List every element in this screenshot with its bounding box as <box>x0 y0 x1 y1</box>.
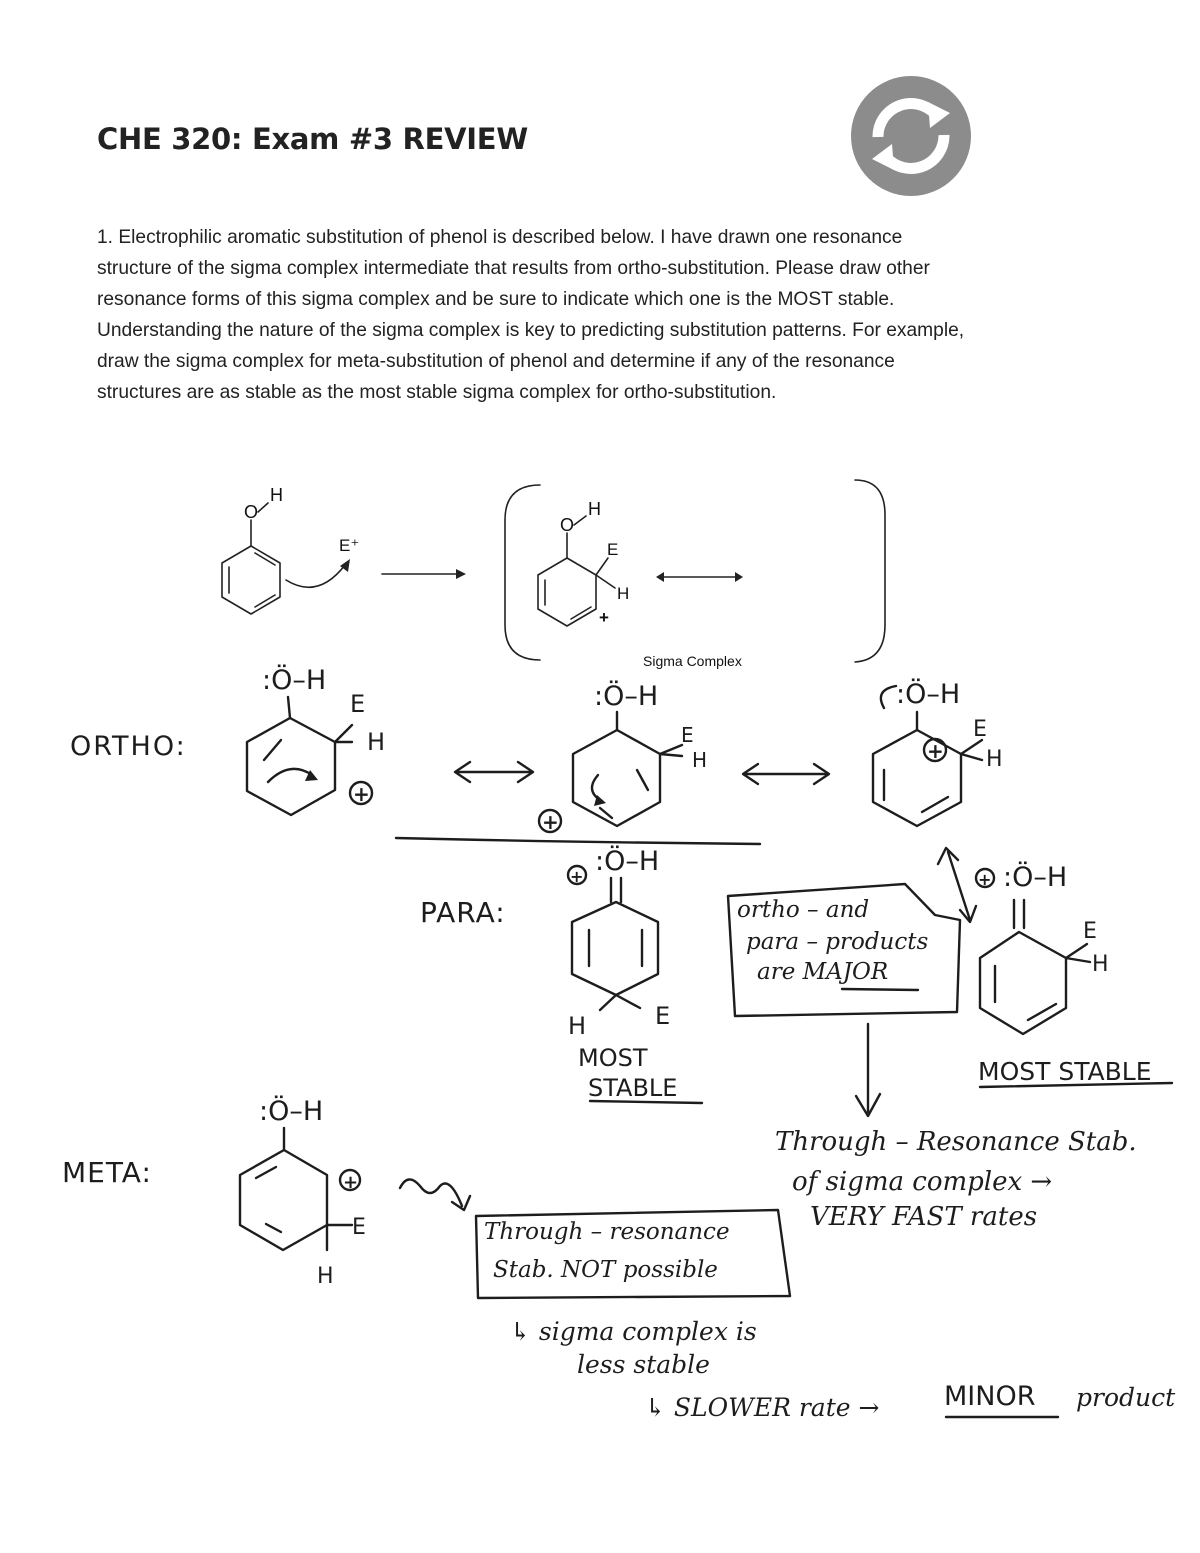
product-label: product <box>1076 1383 1176 1412</box>
minor-label: MINOR <box>944 1381 1035 1412</box>
sigma-less-2: less stable <box>577 1350 710 1379</box>
ortho-vertical-resonance-arrow <box>936 846 978 924</box>
sigma-less-1: ↳ sigma complex is <box>510 1317 757 1346</box>
ortho-stable-h: H <box>1092 952 1109 977</box>
ortho-resonance-3: :Ö–H E H + <box>871 678 1003 828</box>
page-title: CHE 320: Exam #3 REVIEW <box>97 122 528 156</box>
ortho-stable-e: E <box>1083 919 1097 944</box>
sigma-less-stable-note: ↳ sigma complex is less stable <box>510 1317 757 1379</box>
ortho-stable-plus: + <box>978 870 991 889</box>
sigma-complex-caption: Sigma Complex <box>643 653 742 669</box>
hydroxyl-group: :Ö–H <box>594 680 658 712</box>
divider-line <box>394 836 762 846</box>
sigma-complex-structure: O H E H + <box>537 499 629 627</box>
question-line: 1. Electrophilic aromatic substitution o… <box>97 227 903 248</box>
complex-ring-hydrogen: H <box>617 584 629 603</box>
slower-rate: ↳ SLOWER rate → <box>645 1393 879 1422</box>
para-structure: + :Ö–H H E MOST STABLE <box>566 845 704 1105</box>
ortho-resonance-2: :Ö–H E H + <box>537 680 707 834</box>
hydroxyl-group: :Ö–H <box>896 678 960 710</box>
ortho-2-e: E <box>681 723 694 747</box>
electrophile-label: E⁺ <box>339 536 359 555</box>
phenol-structure: O H <box>221 485 283 615</box>
meta-label: META: <box>62 1156 152 1189</box>
para-h: H <box>568 1012 586 1040</box>
bracket-right <box>854 479 886 663</box>
ortho-2-h: H <box>692 748 707 772</box>
note-major-3: are MAJOR <box>757 959 888 985</box>
question-line: draw the sigma complex for meta-substitu… <box>97 351 895 372</box>
hydroxyl-group: :Ö–H <box>595 845 659 877</box>
through-resonance-note: Through – Resonance Stab. of sigma compl… <box>775 1127 1137 1232</box>
reactant-hydrogen: H <box>270 485 283 505</box>
hydroxyl-group: :Ö–H <box>1003 861 1067 893</box>
most-stable-para-1: MOST <box>578 1044 648 1072</box>
meta-structure: :Ö–H E H + <box>238 1095 366 1289</box>
complex-oxygen: O <box>560 515 574 535</box>
question-line: Understanding the nature of the sigma co… <box>97 320 965 341</box>
curved-arrow <box>285 564 346 589</box>
most-stable-ortho: MOST STABLE <box>978 1057 1152 1086</box>
para-plus: + <box>570 867 583 886</box>
through-res-1: Through – Resonance Stab. <box>775 1127 1137 1157</box>
ortho-resonance-arrow-1 <box>453 760 535 784</box>
through-res-3: VERY FAST rates <box>810 1202 1037 1232</box>
bracket-left <box>504 484 541 661</box>
through-res-2: of sigma complex → <box>792 1167 1052 1197</box>
note-major-1: ortho – and <box>737 897 869 923</box>
most-stable-para-2: STABLE <box>588 1074 677 1102</box>
para-label: PARA: <box>420 896 506 929</box>
ortho-2-plus: + <box>542 810 559 834</box>
ortho-resonance-1: :Ö–H E H + <box>245 664 385 817</box>
complex-hydrogen: H <box>588 499 601 519</box>
meta-note-2: Stab. NOT possible <box>493 1257 718 1283</box>
ortho-1-e: E <box>350 690 365 718</box>
ortho-3-e: E <box>973 717 987 742</box>
meta-note-1: Through – resonance <box>484 1219 730 1245</box>
meta-plus: + <box>343 1172 358 1193</box>
complex-plus: + <box>599 608 609 627</box>
question-text: 1. Electrophilic aromatic substitution o… <box>97 222 1107 408</box>
complex-electrophile: E <box>607 540 618 559</box>
question-line: structure of the sigma complex intermedi… <box>97 258 930 279</box>
hydroxyl-group: :Ö–H <box>262 664 326 696</box>
meta-note: Through – resonance Stab. NOT possible <box>474 1208 792 1300</box>
ortho-1-h: H <box>367 728 385 756</box>
ortho-label: ORTHO: <box>70 731 187 762</box>
reactant-oxygen: O <box>244 502 258 522</box>
hydroxyl-group: :Ö–H <box>259 1095 323 1127</box>
note-major-2: para – products <box>746 929 928 955</box>
slower-rate-note: ↳ SLOWER rate → MINOR product <box>645 1381 1176 1422</box>
meta-e: E <box>352 1215 366 1240</box>
meta-h: H <box>317 1264 334 1289</box>
para-e: E <box>655 1002 670 1030</box>
major-products-note: ortho – and para – products are MAJOR <box>726 882 962 1018</box>
down-arrow <box>854 1022 882 1118</box>
refresh-cycle-icon <box>850 75 972 202</box>
squiggle-arrow <box>398 1178 464 1208</box>
ortho-1-plus: + <box>353 782 370 806</box>
ortho-resonance-arrow-2 <box>741 762 831 786</box>
ortho-3-h: H <box>986 747 1003 772</box>
question-line: structures are as stable as the most sta… <box>97 382 777 403</box>
question-line: resonance forms of this sigma complex an… <box>97 289 895 310</box>
ortho-3-plus: + <box>927 739 944 763</box>
ortho-most-stable-structure: + :Ö–H E H MOST STABLE <box>974 861 1174 1089</box>
